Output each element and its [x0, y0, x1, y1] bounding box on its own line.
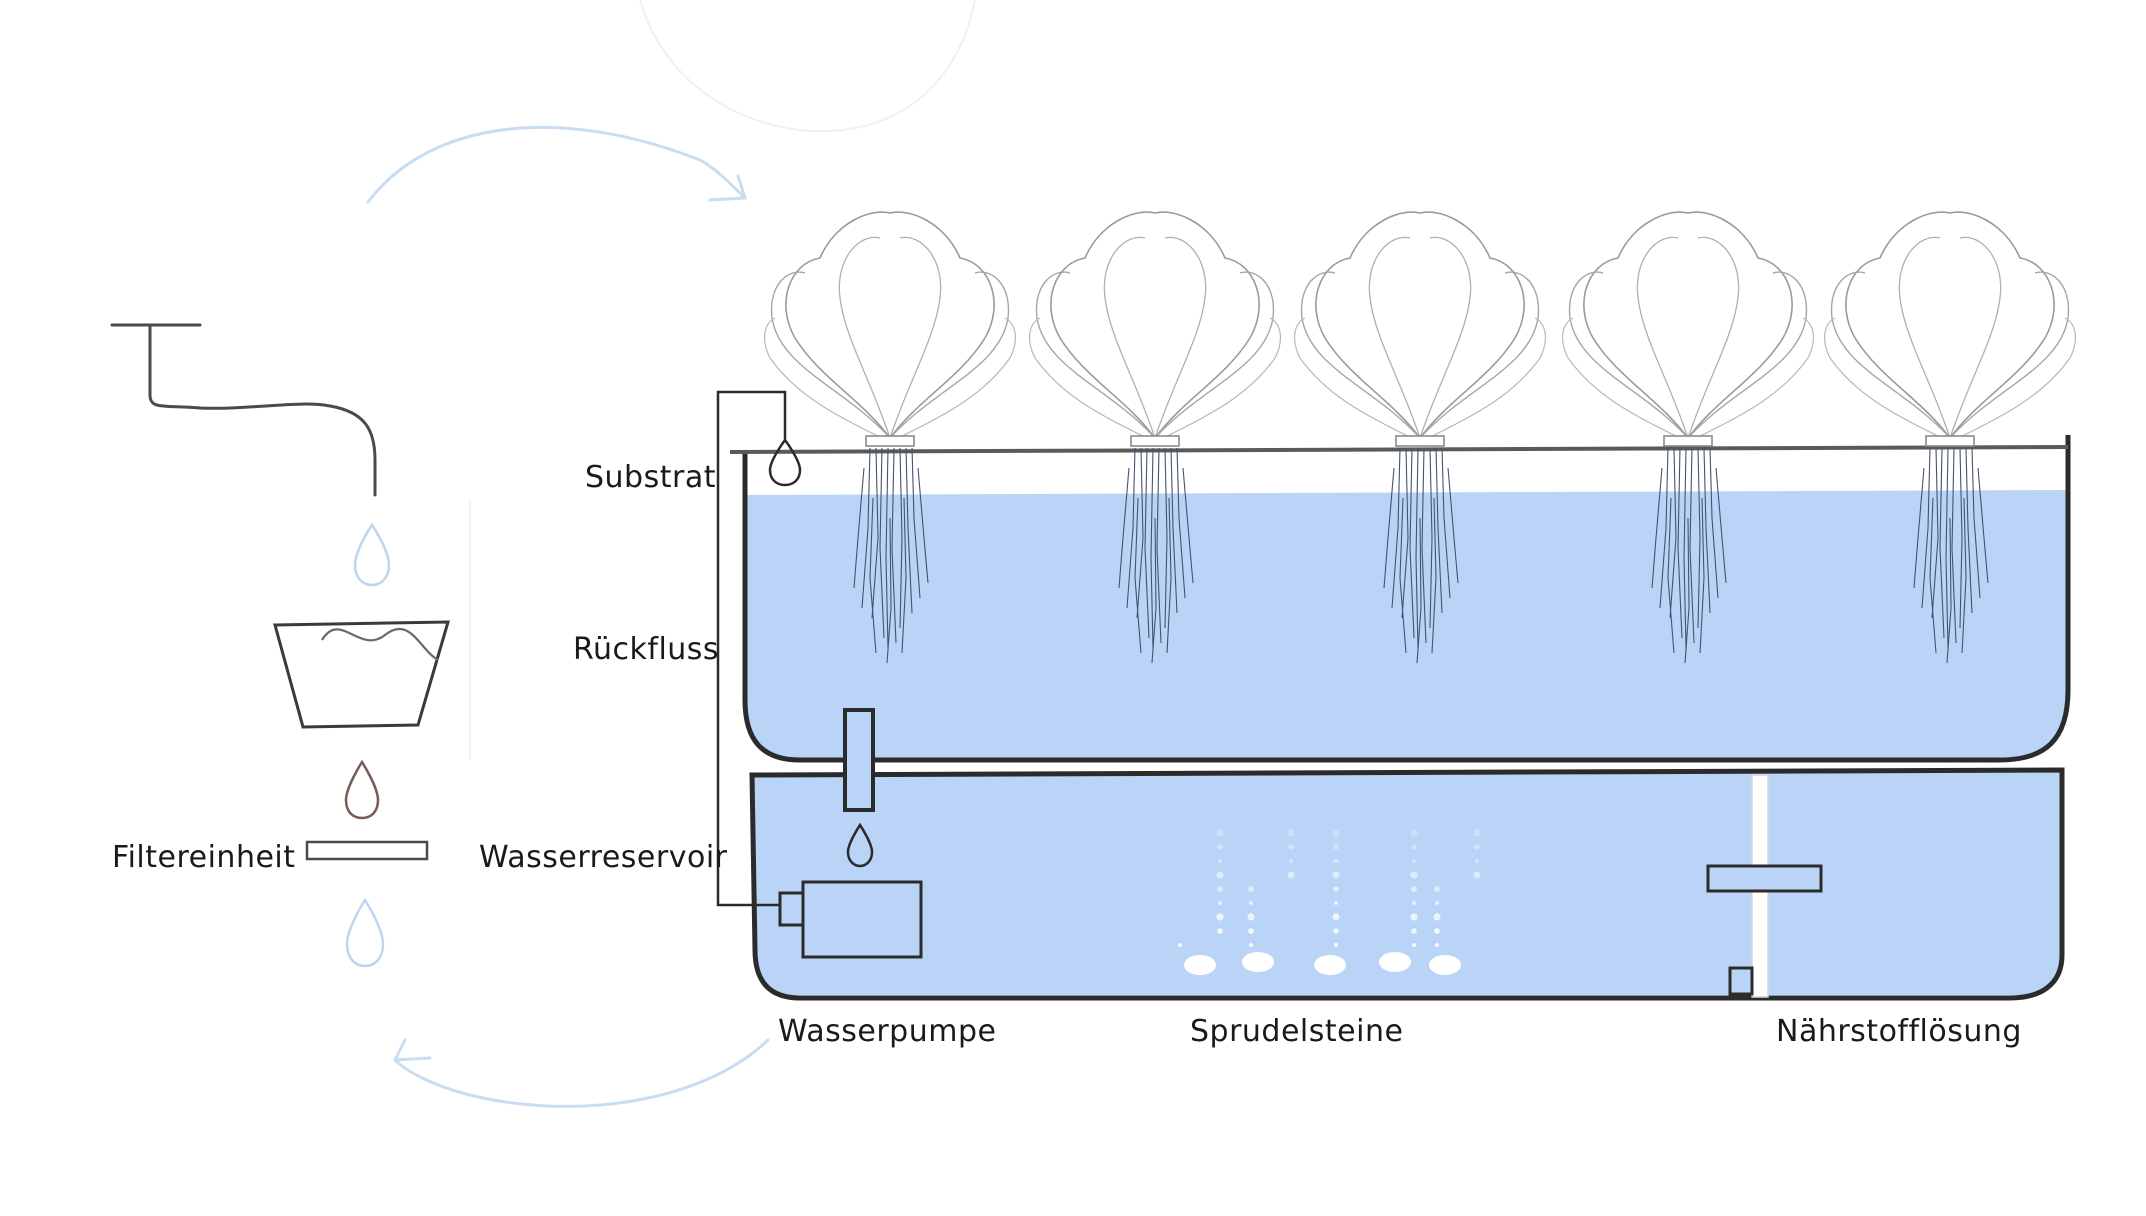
air-bubble — [1411, 928, 1417, 934]
air-bubble — [1217, 928, 1223, 934]
air-bubble — [1287, 829, 1295, 837]
filter-funnel — [273, 620, 451, 729]
air-bubble — [1287, 871, 1295, 879]
air-bubble — [1248, 928, 1254, 934]
water-reservoir — [749, 767, 2065, 1001]
air-bubble — [1216, 871, 1224, 879]
air-bubble — [1474, 844, 1480, 850]
return-flow-pipe — [716, 390, 787, 907]
water-drop-clean-icon — [345, 897, 385, 968]
air-stone — [1314, 955, 1346, 975]
water-pump — [778, 880, 923, 959]
air-bubble — [1473, 829, 1481, 837]
background-sketch-arc — [639, 0, 976, 133]
air-bubble — [1289, 859, 1293, 863]
drain-connector — [843, 708, 875, 812]
air-bubble — [1435, 943, 1439, 947]
grow-tank-outline — [742, 435, 2071, 763]
filter-plate — [305, 840, 429, 861]
air-stone — [1429, 955, 1461, 975]
label-sprudelsteine: Sprudelsteine — [1190, 1014, 1404, 1049]
grow-tank-water — [745, 490, 2066, 760]
air-bubble — [1334, 943, 1338, 947]
air-bubble — [1216, 829, 1224, 837]
grow-tank — [729, 435, 2071, 763]
air-bubble — [1217, 844, 1223, 850]
water-tap-pipe — [110, 323, 377, 497]
label-substrat: Substrat — [585, 460, 716, 495]
air-bubble — [1248, 886, 1254, 892]
air-bubble — [1410, 913, 1418, 921]
nutrient-dosing-unit — [1706, 774, 1823, 998]
reservoir-outline — [749, 767, 2065, 1001]
water-drop-brown-icon — [344, 759, 380, 820]
water-drop-icon — [353, 522, 391, 587]
return-drop-icon — [768, 437, 802, 487]
label-naehrstoffloesung: Nährstofflösung — [1776, 1014, 2022, 1049]
air-bubble — [1178, 943, 1182, 947]
air-bubble — [1475, 859, 1479, 863]
air-bubble — [1334, 901, 1338, 905]
air-bubble — [1332, 829, 1340, 837]
air-bubble — [1410, 829, 1418, 837]
air-stones — [1178, 829, 1481, 975]
air-bubble — [1410, 871, 1418, 879]
reservoir-water — [750, 770, 2060, 995]
air-bubble — [1433, 913, 1441, 921]
cycle-arrow-top — [366, 125, 747, 204]
air-bubble — [1333, 886, 1339, 892]
air-bubble — [1216, 913, 1224, 921]
air-bubble — [1434, 886, 1440, 892]
air-bubble — [1218, 901, 1222, 905]
label-rueckfluss: Rückfluss — [573, 632, 720, 667]
air-stone — [1242, 952, 1274, 972]
air-bubble — [1249, 943, 1253, 947]
air-bubble — [1435, 901, 1439, 905]
air-bubble — [1434, 928, 1440, 934]
air-bubble — [1412, 901, 1416, 905]
air-bubble — [1412, 859, 1416, 863]
label-wasserreservoir: Wasserreservoir — [479, 840, 728, 875]
air-bubble — [1218, 859, 1222, 863]
air-bubble — [1411, 886, 1417, 892]
air-bubble — [1288, 844, 1294, 850]
air-bubble — [1333, 928, 1339, 934]
label-filtereinheit: Filtereinheit — [112, 840, 296, 875]
air-bubble — [1411, 844, 1417, 850]
air-bubble — [1217, 886, 1223, 892]
air-bubble — [1332, 871, 1340, 879]
air-bubble — [1473, 871, 1481, 879]
air-stone — [1184, 955, 1216, 975]
air-bubble — [1333, 844, 1339, 850]
air-bubble — [1334, 859, 1338, 863]
air-stone — [1379, 952, 1411, 972]
air-bubble — [1412, 943, 1416, 947]
drain-drop-icon — [846, 822, 874, 868]
label-wasserpumpe: Wasserpumpe — [778, 1014, 997, 1049]
air-bubble — [1249, 901, 1253, 905]
air-bubble — [1332, 913, 1340, 921]
substrate-line — [729, 445, 2069, 454]
cycle-arrow-bottom — [393, 1038, 770, 1108]
air-bubble — [1247, 913, 1255, 921]
